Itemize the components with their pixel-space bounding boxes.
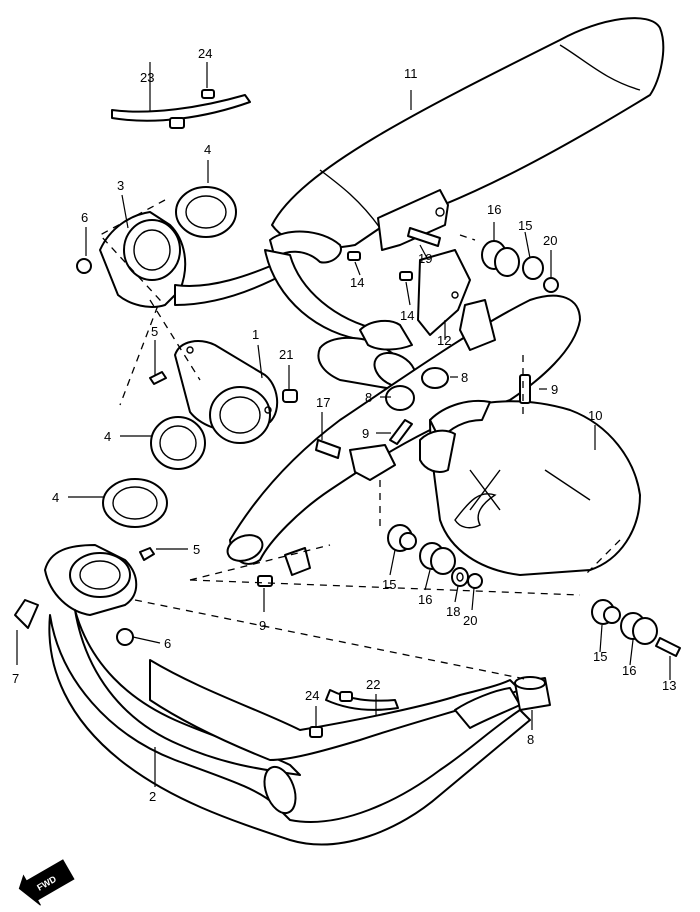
nut-6-bottom[interactable]: [116, 628, 134, 646]
bolt-14-lower[interactable]: [399, 271, 413, 281]
callout-24-top: 24: [198, 46, 212, 61]
leader-lines: [16, 62, 671, 787]
stud-5-top[interactable]: [149, 371, 167, 385]
bolt-21[interactable]: [282, 389, 298, 403]
callout-1: 1: [252, 327, 259, 342]
bushing-16-right[interactable]: [620, 612, 658, 645]
callout-21: 21: [279, 347, 293, 362]
strap-23[interactable]: [111, 94, 251, 129]
bolt-19[interactable]: [407, 227, 441, 247]
bushing-16-middle[interactable]: [419, 542, 456, 575]
nut-20-bottom[interactable]: [467, 573, 483, 589]
bolt-9-middle[interactable]: [389, 419, 413, 445]
joint-pipe[interactable]: [317, 319, 421, 394]
callout-20-bottom: 20: [463, 613, 477, 628]
callout-12: 12: [437, 333, 451, 348]
callout-2: 2: [149, 789, 156, 804]
callout-9-right: 9: [551, 382, 558, 397]
collar-15-middle[interactable]: [387, 524, 417, 552]
bolt-24-top[interactable]: [201, 89, 215, 99]
callout-10: 10: [588, 408, 602, 423]
exhaust-flange[interactable]: [174, 340, 279, 444]
assembly-lines: [98, 199, 621, 681]
callout-22: 22: [366, 677, 380, 692]
callout-23: 23: [140, 70, 154, 85]
callout-16-right: 16: [622, 663, 636, 678]
washer-18[interactable]: [451, 567, 469, 587]
callout-14-lower: 14: [400, 308, 414, 323]
bolt-13[interactable]: [655, 637, 681, 657]
callout-9-lower: 9: [259, 618, 266, 633]
callout-15-top: 15: [518, 218, 532, 233]
gasket-lower[interactable]: [102, 478, 168, 528]
lower-muffler[interactable]: [224, 249, 641, 576]
strap-22[interactable]: [325, 689, 399, 711]
upper-muffler[interactable]: [271, 17, 665, 251]
lower-header-pipe[interactable]: [44, 544, 531, 846]
bolt-14-upper[interactable]: [347, 251, 361, 261]
callout-13: 13: [662, 678, 676, 693]
gasket-middle[interactable]: [150, 416, 206, 470]
callout-9-middle: 9: [362, 426, 369, 441]
bolt-7[interactable]: [14, 599, 39, 629]
nut-20-top[interactable]: [543, 277, 559, 293]
callout-8-left: 8: [365, 390, 372, 405]
collar-8-middle[interactable]: [421, 367, 449, 389]
bolt-9-lower[interactable]: [257, 575, 273, 587]
callout-5-bottom: 5: [193, 542, 200, 557]
callout-20-top: 20: [543, 233, 557, 248]
callout-6-bottom: 6: [164, 636, 171, 651]
callout-19: 19: [418, 251, 432, 266]
callout-17: 17: [316, 395, 330, 410]
bolt-24-bottom[interactable]: [309, 726, 323, 738]
callout-16-middle: 16: [418, 592, 432, 607]
callout-15-right: 15: [593, 649, 607, 664]
gasket-top[interactable]: [175, 186, 237, 238]
callout-14-upper: 14: [350, 275, 364, 290]
collar-8-left[interactable]: [385, 385, 415, 411]
callout-5-top: 5: [151, 324, 158, 339]
callout-16-top: 16: [487, 202, 501, 217]
callout-15-middle: 15: [382, 577, 396, 592]
callout-24-bottom: 24: [305, 688, 319, 703]
fwd-arrow-icon: FWD: [18, 859, 75, 906]
callout-8-middle: 8: [461, 370, 468, 385]
callout-labels: 11 24 23 4 3 6 5 1 21 4 4 5 6 7 2 17 9 8…: [12, 46, 676, 804]
bolt-9-right[interactable]: [519, 374, 531, 404]
nut-6-top[interactable]: [76, 258, 92, 274]
callout-3: 3: [117, 178, 124, 193]
collar-8-bottom[interactable]: [514, 676, 551, 711]
callout-6-top: 6: [81, 210, 88, 225]
callout-4-top: 4: [204, 142, 211, 157]
collar-15-right[interactable]: [591, 599, 621, 625]
callout-8-bottom: 8: [527, 732, 534, 747]
callout-18: 18: [446, 604, 460, 619]
callout-7: 7: [12, 671, 19, 686]
bolt-17[interactable]: [315, 439, 341, 459]
callout-11: 11: [404, 66, 418, 81]
collar-15-top[interactable]: [522, 256, 544, 280]
callout-4-lower: 4: [52, 490, 59, 505]
bushing-16-top[interactable]: [481, 240, 520, 277]
stud-5-bottom[interactable]: [139, 547, 155, 561]
callout-4-middle: 4: [104, 429, 111, 444]
